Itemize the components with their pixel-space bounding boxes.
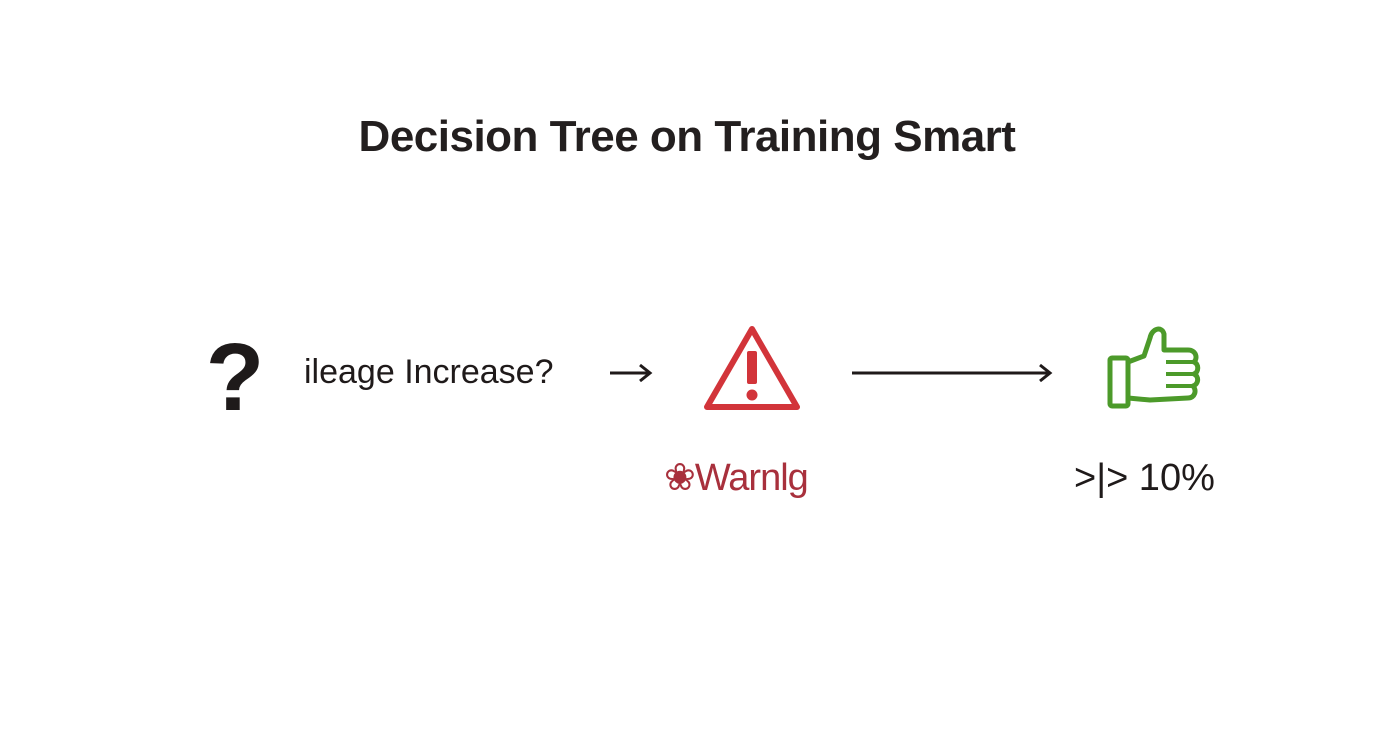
- warning-triangle-icon: [704, 326, 800, 410]
- question-label: ileage Increase?: [304, 353, 554, 391]
- arrow-right-icon: [852, 363, 1053, 383]
- result-label: >|> 10%: [1074, 457, 1215, 499]
- thumbs-up-icon: [1107, 326, 1201, 409]
- warning-label: ❀Warnlg: [664, 457, 809, 499]
- question-mark-icon: ?: [205, 324, 265, 431]
- arrow-right-icon: [610, 363, 653, 383]
- diagram-title: Decision Tree on Training Smart: [358, 112, 1016, 161]
